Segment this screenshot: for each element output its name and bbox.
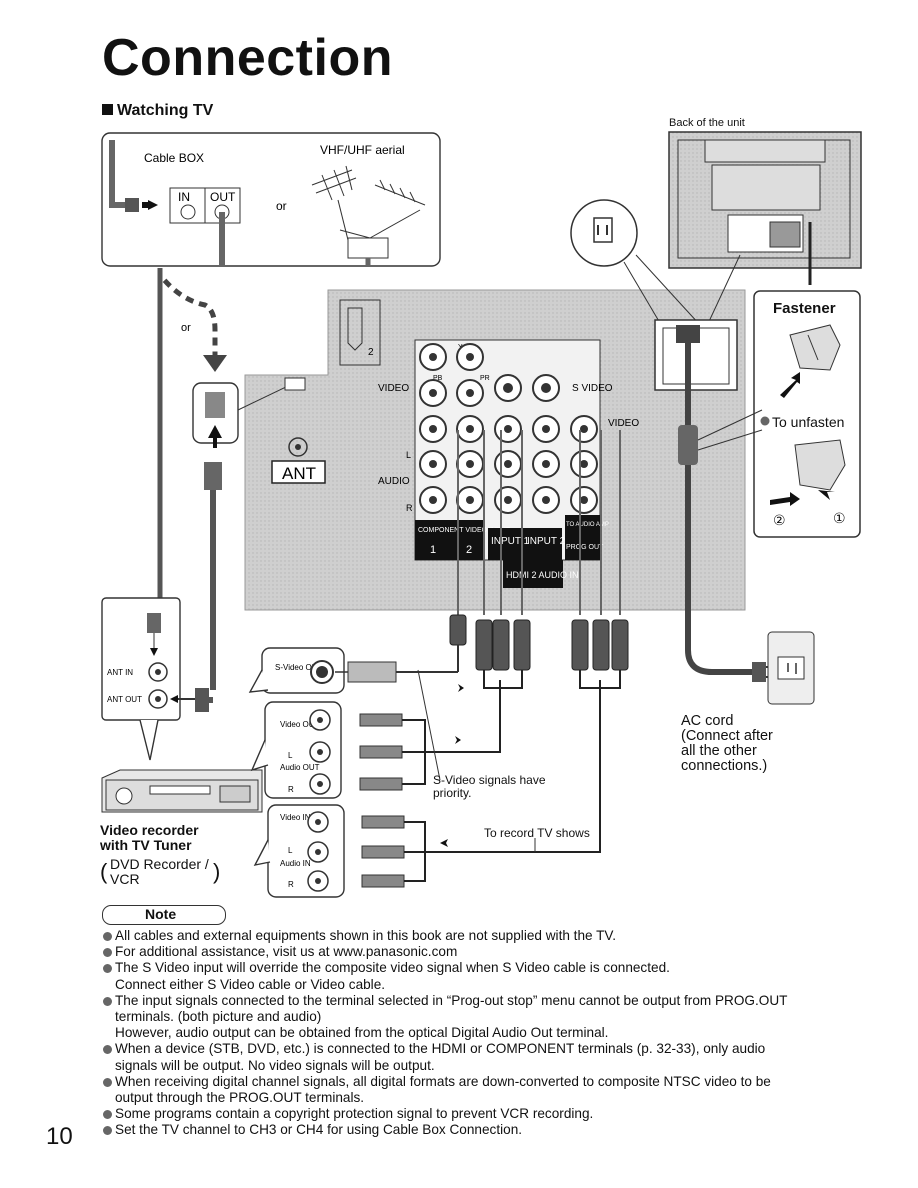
hdmi2-audio-in-label: HDMI 2 AUDIO IN [506, 570, 579, 580]
audio-label: AUDIO [378, 476, 410, 487]
note-item-4-cont2: However, audio output can be obtained fr… [115, 1025, 609, 1041]
in-label: IN [178, 190, 190, 204]
note-item-1: All cables and external equipments shown… [102, 928, 862, 944]
vhf-uhf-aerial-label: VHF/UHF aerial [320, 143, 405, 157]
audio-in-l-label: L [288, 846, 293, 855]
ac-plug [752, 662, 766, 682]
note-item-6: When receiving digital channel signals, … [102, 1074, 862, 1090]
ant-label: ANT [282, 464, 316, 483]
ac-cord-label: AC cord [681, 713, 734, 729]
page-number: 10 [46, 1123, 73, 1150]
svideo-out-label: S-Video OUT [275, 663, 323, 672]
step-1-label: ① [833, 510, 846, 526]
rca-plugs [449, 614, 629, 671]
note-item-5-cont: signals will be output. No video signals… [115, 1057, 435, 1073]
ant-label-box [271, 460, 326, 484]
note-item-3-cont: Connect either S Video cable or Video ca… [115, 976, 386, 992]
dvd-recorder-label: DVD Recorder / [110, 856, 209, 872]
video-right-label: VIDEO [608, 418, 639, 429]
prog-out-label: PROG OUT [566, 544, 604, 551]
vhf-uhf-aerial-icon [311, 165, 426, 241]
fastener-open-icon [794, 439, 846, 491]
hdmi2-audio-box [503, 560, 563, 588]
fastener-icon [789, 324, 841, 371]
fastener-title: Fastener [773, 300, 836, 317]
component-input-label-box [415, 520, 485, 560]
source-box [101, 132, 441, 267]
vcr-device-icon [101, 769, 263, 813]
ant-out-label: ANT OUT [107, 695, 142, 704]
ant-cable-connector [204, 462, 222, 490]
page-title: Connection [102, 29, 393, 87]
note-item-4-cont: terminals. (both picture and audio) [115, 1009, 322, 1025]
ant-connector-icon [205, 392, 225, 418]
component-jacks [419, 343, 484, 514]
back-of-unit-label: Back of the unit [669, 117, 745, 129]
s-video-label: S VIDEO [572, 383, 613, 394]
audio-out-l-label: L [288, 751, 293, 760]
video-recorder-label: Video recorder [100, 822, 199, 838]
hdmi-2-slot [339, 299, 381, 366]
video-out-label: Video OUT [280, 720, 320, 729]
audio-l-label: L [406, 450, 411, 460]
matching-transformer [347, 237, 389, 259]
ac-cord-note: (Connect after all the other connections… [681, 728, 773, 774]
note-item-5: When a device (STB, DVD, etc.) is connec… [102, 1041, 862, 1057]
ferrite-core [678, 425, 698, 465]
prog-out-box [565, 515, 601, 560]
hdmi-slot-number: 2 [368, 347, 374, 358]
open-paren: ( [100, 859, 108, 884]
note-item-7: Some programs contain a copyright protec… [102, 1106, 862, 1122]
to-audio-amp-label: TO AUDIO AMP [566, 522, 609, 528]
pb-label: PB [433, 375, 443, 382]
connection-diagram: Cable BOX VHF/UHF aerial IN OUT or or 2 [101, 131, 862, 898]
to-record-label: To record TV shows [484, 826, 590, 840]
pr-label: PR [480, 375, 490, 382]
note-item-8: Set the TV channel to CH3 or CH4 for usi… [102, 1122, 862, 1138]
vcr-label: VCR [110, 871, 140, 887]
or-left-label: or [181, 322, 191, 334]
ant-jack [288, 437, 308, 457]
note-list: All cables and external equipments shown… [102, 928, 862, 1139]
step-2-label: ② [773, 512, 786, 528]
component-video-input-label: COMPONENT VIDEO INPUT [418, 527, 511, 534]
audio-r-label: R [406, 503, 413, 513]
audio-out-label: Audio OUT [280, 763, 320, 772]
audio-out-r-label: R [288, 785, 294, 794]
note-heading: Note [145, 906, 177, 922]
note-item-6-cont: output through the PROG.OUT terminals. [115, 1090, 365, 1106]
note-item-3: The S Video input will override the comp… [102, 960, 862, 976]
cable-box-label: Cable BOX [144, 151, 204, 165]
close-paren: ) [213, 859, 221, 884]
video-label: VIDEO [378, 383, 409, 394]
or-top-label: or [276, 199, 287, 213]
section-heading: Watching TV [102, 102, 213, 120]
input1-label: INPUT 1 [491, 536, 530, 547]
cable-connector [125, 198, 139, 212]
note-heading-box [102, 905, 226, 925]
with-tv-tuner-label: with TV Tuner [100, 837, 192, 853]
power-inlet-icon [593, 217, 613, 243]
component-1-label: 1 [430, 544, 436, 556]
square-bullet-icon [102, 104, 113, 115]
input2-label: INPUT 2 [527, 536, 566, 547]
to-unfasten-label: To unfasten [772, 414, 845, 430]
video-in-label: Video IN [280, 813, 311, 822]
ant-in-label: ANT IN [107, 668, 133, 677]
audio-in-label: Audio IN [280, 859, 311, 868]
note-item-2: For additional assistance, visit us at w… [102, 944, 862, 960]
note-item-4: The input signals connected to the termi… [102, 993, 862, 1009]
section-heading-text: Watching TV [117, 102, 214, 119]
svideo-priority-label: S-Video signals have priority. [433, 773, 546, 800]
input-jacks [494, 374, 598, 514]
audio-in-r-label: R [288, 880, 294, 889]
cable-in-jack [180, 204, 196, 220]
component-2-label: 2 [466, 544, 472, 556]
out-label: OUT [210, 190, 236, 204]
